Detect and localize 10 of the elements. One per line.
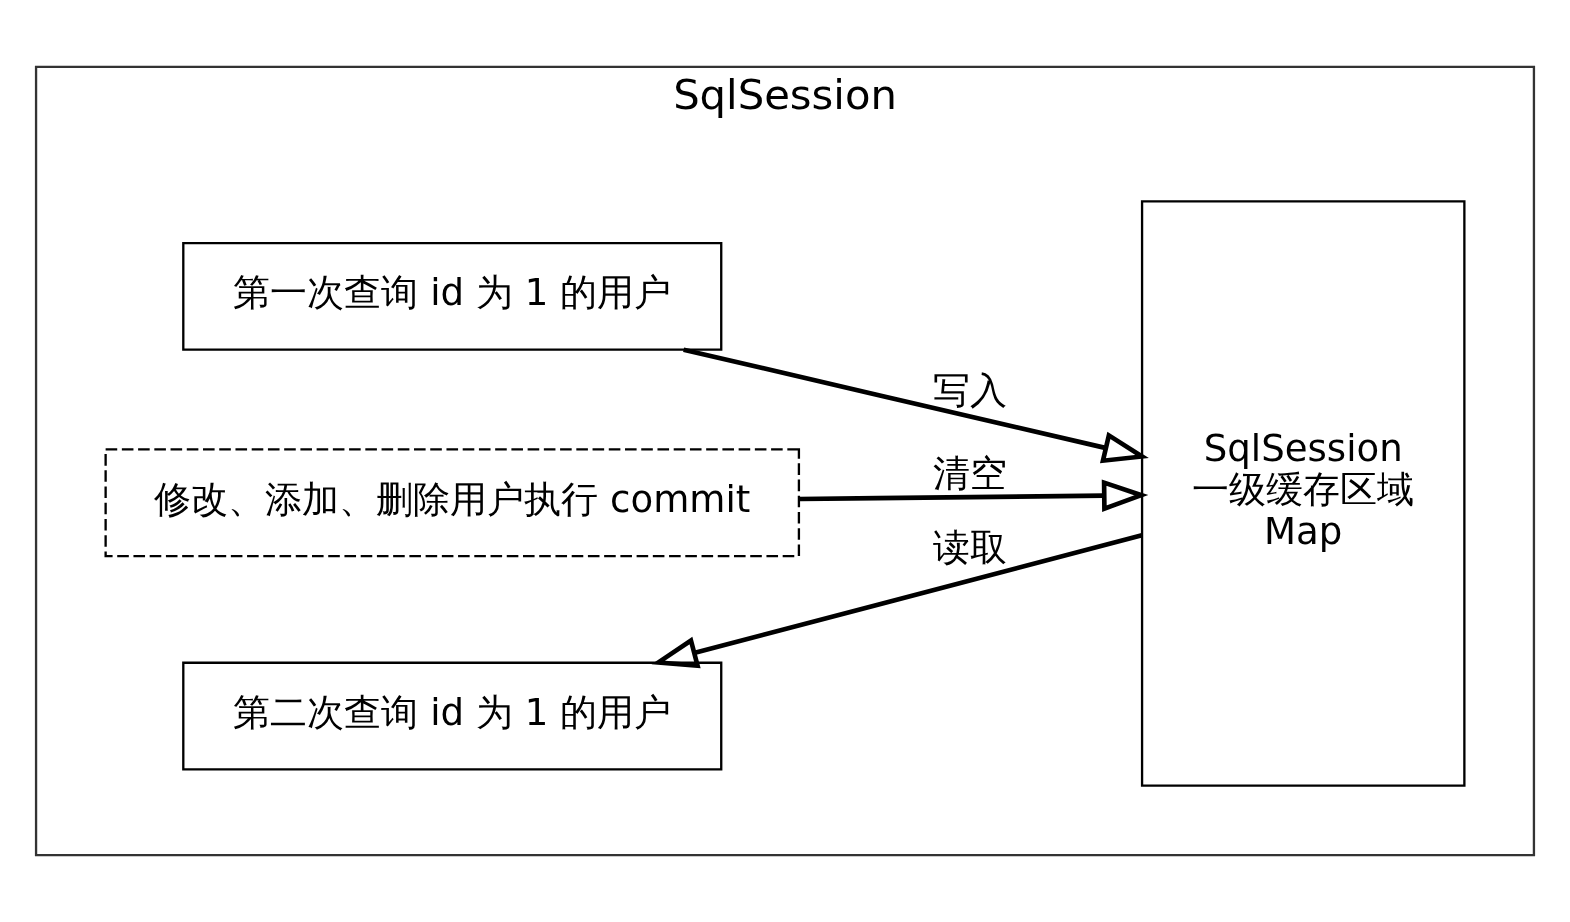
- edge-label: 读取: [933, 526, 1008, 570]
- node-box: 第一次查询 id 为 1 的用户: [182, 241, 723, 351]
- node-box: SqlSession 一级缓存区域 Map: [1140, 200, 1466, 787]
- arrow: [799, 479, 1149, 512]
- node-box: 修改、添加、删除用户执行 commit: [104, 448, 801, 558]
- edge-label: 写入: [933, 368, 1008, 412]
- arrow: [651, 533, 1143, 669]
- edge-label: 清空: [933, 452, 1008, 496]
- arrow: [683, 347, 1149, 464]
- node-box: 第二次查询 id 为 1 的用户: [182, 661, 723, 771]
